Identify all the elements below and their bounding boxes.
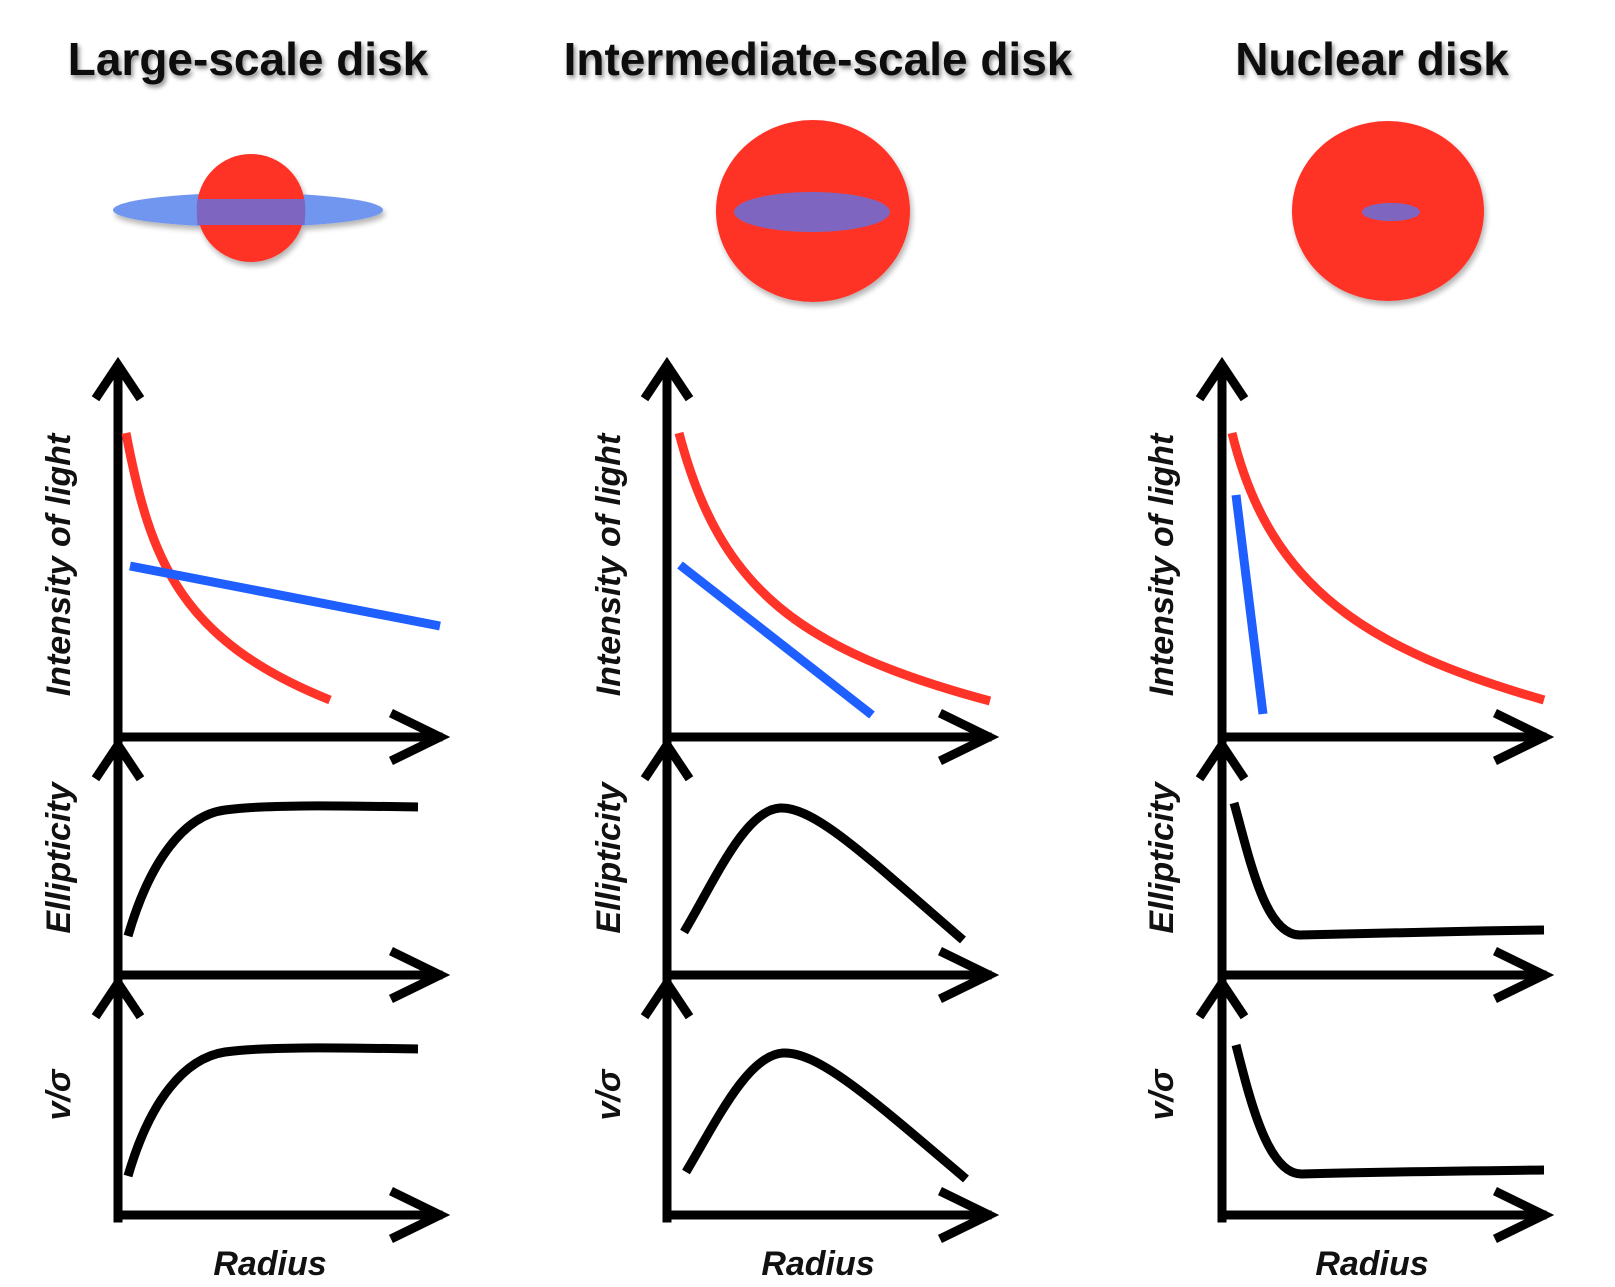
kinematics-plot: v/σ Radius <box>40 974 451 1283</box>
ellipticity-plot: Ellipticity <box>1143 736 1555 1004</box>
panel-title: Large-scale disk <box>68 33 429 85</box>
y-axis-label: Ellipticity <box>590 780 628 933</box>
intensity-plot: Intensity of light <box>590 356 1000 766</box>
y-axis-arrowhead <box>91 974 145 1020</box>
intensity-plot: Intensity of light <box>1143 356 1555 766</box>
v-sigma-curve <box>1231 1043 1545 1179</box>
disk-profile-curve <box>1231 494 1268 715</box>
x-axis-arrowhead <box>388 946 451 1004</box>
v-sigma-curve <box>682 1048 969 1183</box>
y-axis-label: v/σ <box>1143 1068 1181 1120</box>
disk-overlap-shape <box>196 199 306 225</box>
kinematics-plot: v/σ Radius <box>590 974 1000 1283</box>
x-axis-label: Radius <box>1315 1245 1428 1283</box>
kinematics-plot: v/σ Radius <box>1143 974 1555 1283</box>
disk-shape <box>734 192 890 232</box>
panel-title: Intermediate-scale disk <box>564 33 1073 85</box>
y-axis-arrowhead <box>91 356 145 402</box>
ellipticity-curve <box>680 803 966 944</box>
disk-shape <box>1362 203 1420 221</box>
x-axis-arrowhead <box>937 946 1000 1004</box>
panel-intermediate-scale-disk: Intermediate-scale disk Intensity of lig… <box>564 33 1073 1283</box>
disk-profile-curve <box>677 561 875 719</box>
x-axis-arrowhead <box>1492 1186 1555 1244</box>
ellipticity-plot: Ellipticity <box>40 736 451 1004</box>
disk-profile-curve <box>129 561 441 631</box>
y-axis-label: Ellipticity <box>1143 780 1181 933</box>
ellipticity-plot: Ellipticity <box>590 736 1000 1004</box>
y-axis-label: Intensity of light <box>40 432 78 696</box>
y-axis-arrowhead <box>1195 974 1249 1020</box>
y-axis-arrowhead <box>640 356 694 402</box>
galaxy-illustration <box>113 154 383 262</box>
y-axis-label: Ellipticity <box>40 780 78 933</box>
y-axis-arrowhead <box>640 974 694 1020</box>
bulge-profile-curve <box>121 432 332 705</box>
galaxy-illustration <box>1292 121 1484 301</box>
panel-large-scale-disk: Large-scale disk Intensity of light Elli… <box>40 33 451 1283</box>
x-axis-arrowhead <box>388 708 451 766</box>
x-axis-label: Radius <box>213 1245 326 1283</box>
v-sigma-curve <box>123 1043 419 1178</box>
panel-title: Nuclear disk <box>1235 33 1509 85</box>
x-axis-arrowhead <box>1492 708 1555 766</box>
x-axis-arrowhead <box>937 1186 1000 1244</box>
ellipticity-curve <box>123 801 419 938</box>
bulge-profile-curve <box>1227 431 1546 705</box>
y-axis-label: v/σ <box>590 1068 628 1120</box>
bulge-profile-curve <box>674 431 992 706</box>
ellipticity-curve <box>1229 801 1545 940</box>
intensity-plot: Intensity of light <box>40 356 451 766</box>
y-axis-arrowhead <box>1195 736 1249 782</box>
x-axis-arrowhead <box>388 1186 451 1244</box>
x-axis-arrowhead <box>1492 946 1555 1004</box>
y-axis-arrowhead <box>1195 356 1249 402</box>
x-axis-label: Radius <box>761 1245 874 1283</box>
y-axis-label: v/σ <box>40 1068 78 1120</box>
y-axis-arrowhead <box>640 736 694 782</box>
x-axis-arrowhead <box>937 708 1000 766</box>
y-axis-label: Intensity of light <box>1143 432 1181 696</box>
y-axis-arrowhead <box>91 736 145 782</box>
y-axis-label: Intensity of light <box>590 432 628 696</box>
galaxy-illustration <box>716 120 910 302</box>
panel-nuclear-disk: Nuclear disk Intensity of light Elliptic… <box>1143 33 1555 1283</box>
